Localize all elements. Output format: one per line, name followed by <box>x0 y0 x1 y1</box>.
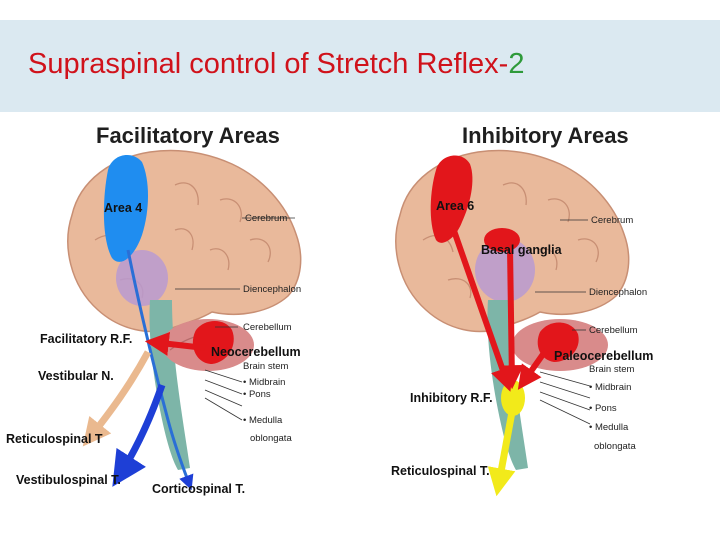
inhibitory-panel: Inhibitory Areas Area 6 Basal gan <box>391 123 653 497</box>
left-brainstem-label: Brain stem <box>243 361 288 372</box>
left-cerebellum-label: Cerebellum <box>243 322 292 333</box>
right-oblongata-label: oblongata <box>594 441 636 452</box>
facilitatory-header: Facilitatory Areas <box>96 123 280 148</box>
right-cerebrum-label: Cerebrum <box>591 215 633 226</box>
inhibitory-rf-region <box>501 380 525 416</box>
left-diencephalon <box>116 250 168 306</box>
area6-label: Area 6 <box>436 199 474 213</box>
corticospinal-arrow <box>126 249 194 491</box>
title-main: Supraspinal control of Stretch Reflex- <box>28 48 509 80</box>
right-reticulospinal-label: Reticulospinal T. <box>391 464 490 478</box>
basal-to-rf-arrow <box>499 247 524 390</box>
left-diencephalon-label: Diencephalon <box>243 284 301 295</box>
area6-region <box>430 155 473 243</box>
right-midbrain-label: • Midbrain <box>589 382 631 393</box>
left-pons-label: • Pons <box>243 389 271 400</box>
right-brainstem-label: Brain stem <box>589 364 634 375</box>
left-medulla-label: • Medulla <box>243 415 283 426</box>
left-cerebrum-label: Cerebrum <box>245 213 287 224</box>
left-midbrain-label: • Midbrain <box>243 377 285 388</box>
left-leader-lines <box>175 217 295 421</box>
right-medulla-label: • Medulla <box>589 422 629 433</box>
vestibulospinal-label: Vestibulospinal T. <box>16 473 121 487</box>
right-cerebellum-label: Cerebellum <box>589 325 638 336</box>
paleocerebellum-to-rf-arrow <box>517 348 549 390</box>
facilitatory-panel: Facilitatory Areas Area 4 Ce <box>6 123 302 496</box>
inhibitory-reticulospinal-arrow <box>487 411 516 497</box>
neocerebellum-to-rf-arrow <box>144 331 206 356</box>
corticospinal-label: Corticospinal T. <box>152 482 245 496</box>
basal-ganglia-region <box>484 228 520 252</box>
neocerebellum-label: Neocerebellum <box>211 345 301 359</box>
right-leader-lines <box>535 219 591 425</box>
area4-label: Area 4 <box>104 201 142 215</box>
right-diencephalon-label: Diencephalon <box>589 287 647 298</box>
left-oblongata-label: oblongata <box>250 433 292 444</box>
title-band <box>0 20 720 112</box>
reticulospinal-arrow <box>82 350 152 447</box>
vestibulospinal-arrow <box>112 383 166 487</box>
slide-title: Supraspinal control of Stretch Reflex-2 <box>28 48 524 81</box>
title-number: 2 <box>508 48 525 80</box>
left-reticulospinal-label: Reticulospinal T <box>6 432 103 446</box>
facilitatory-rf-label: Facilitatory R.F. <box>40 332 132 346</box>
area4-region <box>103 155 148 262</box>
left-cerebrum <box>67 149 302 333</box>
paleocerebellum-label: Paleocerebellum <box>554 349 653 363</box>
area6-to-rf-arrow <box>449 224 514 392</box>
vestibular-n-label: Vestibular N. <box>38 369 114 383</box>
right-pons-label: • Pons <box>589 403 617 414</box>
inhibitory-rf-label: Inhibitory R.F. <box>410 391 493 405</box>
basal-ganglia-label: Basal ganglia <box>481 243 563 257</box>
inhibitory-header: Inhibitory Areas <box>462 123 629 148</box>
right-diencephalon <box>475 238 535 302</box>
neocerebellum-region <box>192 321 234 364</box>
